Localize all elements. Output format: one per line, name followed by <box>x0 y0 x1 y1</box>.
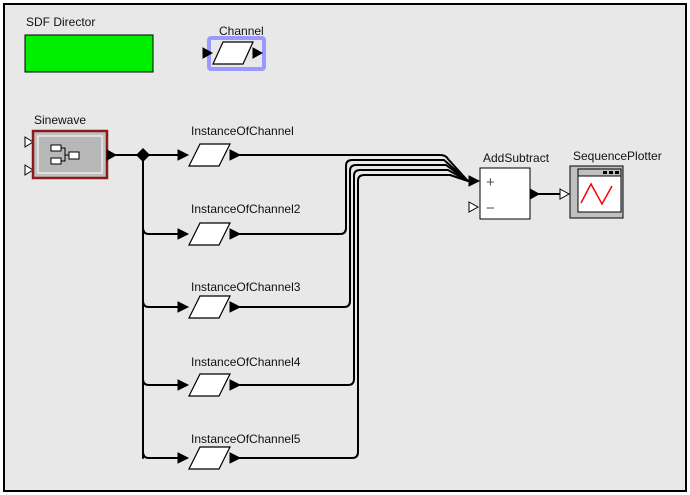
instance-output-port[interactable] <box>229 149 242 161</box>
channel-class[interactable]: Channel <box>202 24 266 71</box>
channel-icon <box>188 222 231 246</box>
fanout-wires <box>115 148 179 459</box>
instance-input-port[interactable] <box>177 228 190 240</box>
channel-class-icon <box>212 41 254 65</box>
plotter-window-button <box>609 171 613 174</box>
director-box[interactable] <box>24 34 154 73</box>
plotter-wave-icon <box>580 182 613 206</box>
instance-of-channel-1[interactable]: InstanceOfChannel <box>177 124 294 167</box>
instance-label: InstanceOfChannel5 <box>191 432 301 446</box>
sinewave-label: Sinewave <box>34 113 86 127</box>
instance-label: InstanceOfChannel <box>191 124 294 138</box>
instance-of-channel-4[interactable]: InstanceOfChannel4 <box>177 355 301 397</box>
instance-label: InstanceOfChannel4 <box>191 355 301 369</box>
instance-output-port[interactable] <box>229 379 242 391</box>
instance-label: InstanceOfChannel2 <box>191 202 301 216</box>
canvas-background <box>3 3 687 492</box>
merge-wires <box>239 154 469 459</box>
sinewave-input-port-1[interactable] <box>24 136 34 148</box>
instance-output-port[interactable] <box>229 301 242 313</box>
add-subtract-label: AddSubtract <box>483 151 550 165</box>
instance-output-port[interactable] <box>229 452 242 464</box>
sinewave-input-port-2[interactable] <box>24 164 34 176</box>
sdf-director[interactable]: SDF Director <box>24 15 154 73</box>
plotter-window-button <box>615 171 619 174</box>
channel-icon <box>188 295 231 319</box>
sinewave-actor[interactable]: Sinewave <box>24 113 118 180</box>
add-subtract-box[interactable] <box>479 167 531 220</box>
instance-input-port[interactable] <box>177 452 190 464</box>
channel-icon <box>188 446 231 470</box>
add-subtract-actor[interactable]: AddSubtract + − <box>468 151 550 220</box>
add-subtract-output-port[interactable] <box>529 188 541 200</box>
sequence-plotter-actor[interactable]: SequencePlotter <box>559 149 662 219</box>
plotter-input-port[interactable] <box>559 188 571 200</box>
instance-input-port[interactable] <box>177 301 190 313</box>
relation-diamond[interactable] <box>136 148 150 162</box>
instance-output-port[interactable] <box>229 228 242 240</box>
plotter-window-titlebar <box>577 168 622 177</box>
plotter-window-button <box>603 171 607 174</box>
channel-class-label: Channel <box>219 24 264 38</box>
add-subtract-plus-port[interactable] <box>468 175 481 187</box>
sinewave-output-port[interactable] <box>106 149 118 161</box>
composite-actor-icon <box>50 144 80 165</box>
sequence-plotter-label: SequencePlotter <box>573 149 662 163</box>
add-subtract-minus-port[interactable] <box>468 201 480 213</box>
instance-input-port[interactable] <box>177 149 190 161</box>
instance-of-channel-5[interactable]: InstanceOfChannel5 <box>177 432 301 470</box>
instance-label: InstanceOfChannel3 <box>191 280 301 294</box>
plus-symbol: + <box>486 174 495 191</box>
channel-class-output-port[interactable] <box>252 47 264 59</box>
channel-icon <box>188 143 231 167</box>
instance-input-port[interactable] <box>177 379 190 391</box>
minus-symbol: − <box>486 200 495 217</box>
channel-icon <box>188 373 231 397</box>
channel-class-input-port[interactable] <box>202 47 214 59</box>
instance-of-channel-2[interactable]: InstanceOfChannel2 <box>177 202 301 246</box>
instance-of-channel-3[interactable]: InstanceOfChannel3 <box>177 280 301 319</box>
director-label: SDF Director <box>26 15 95 29</box>
